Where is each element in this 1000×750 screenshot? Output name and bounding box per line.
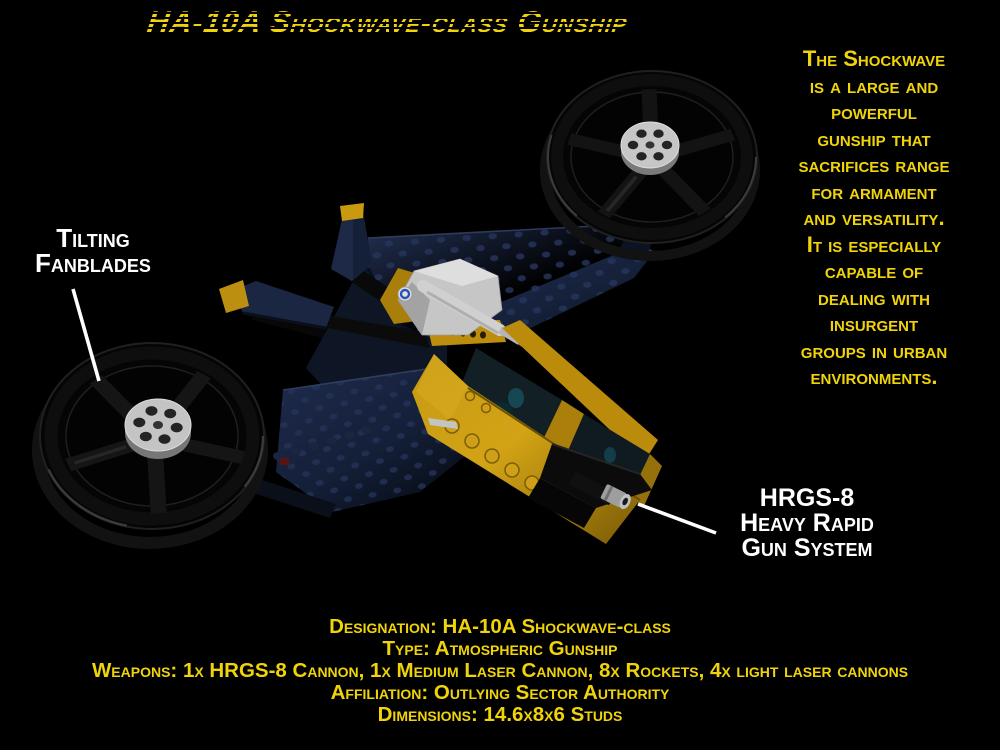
hrgs-gun-barrel <box>600 484 631 510</box>
wing-edge-studs <box>273 426 371 460</box>
tail-stabilizer <box>232 281 334 328</box>
description-text: The Shockwave is a large and powerful gu… <box>798 46 950 389</box>
turret-housing <box>397 258 526 347</box>
page-title-wrap: HA-10A Shockwave-class Gunship <box>95 4 680 44</box>
fuselage <box>380 258 662 544</box>
right-rotor-hub <box>620 121 680 175</box>
fanblades-pointer-line <box>71 288 101 382</box>
red-detail-brick <box>280 458 289 465</box>
callout-tilting-fanblades: Tilting Fanblades <box>35 223 151 278</box>
spec-sheet: Designation: HA-10A Shockwave-class Type… <box>91 615 909 726</box>
blue-ring-stud <box>399 288 411 300</box>
left-rotor-hub <box>124 398 192 459</box>
right-fanblade <box>540 70 760 261</box>
page-title: HA-10A Shockwave-class Gunship <box>145 6 630 39</box>
fin-yellow-tip <box>340 203 364 221</box>
left-fanblade <box>32 342 268 549</box>
gun-pointer-line <box>637 502 717 535</box>
stabilizer-yellow-tip <box>219 280 249 313</box>
turret-cannon <box>417 280 506 336</box>
nose-cone <box>528 443 652 528</box>
callout-hrgs-gun-system: HRGS-8 Heavy Rapid Gun System <box>740 484 874 562</box>
white-antenna <box>428 418 458 429</box>
